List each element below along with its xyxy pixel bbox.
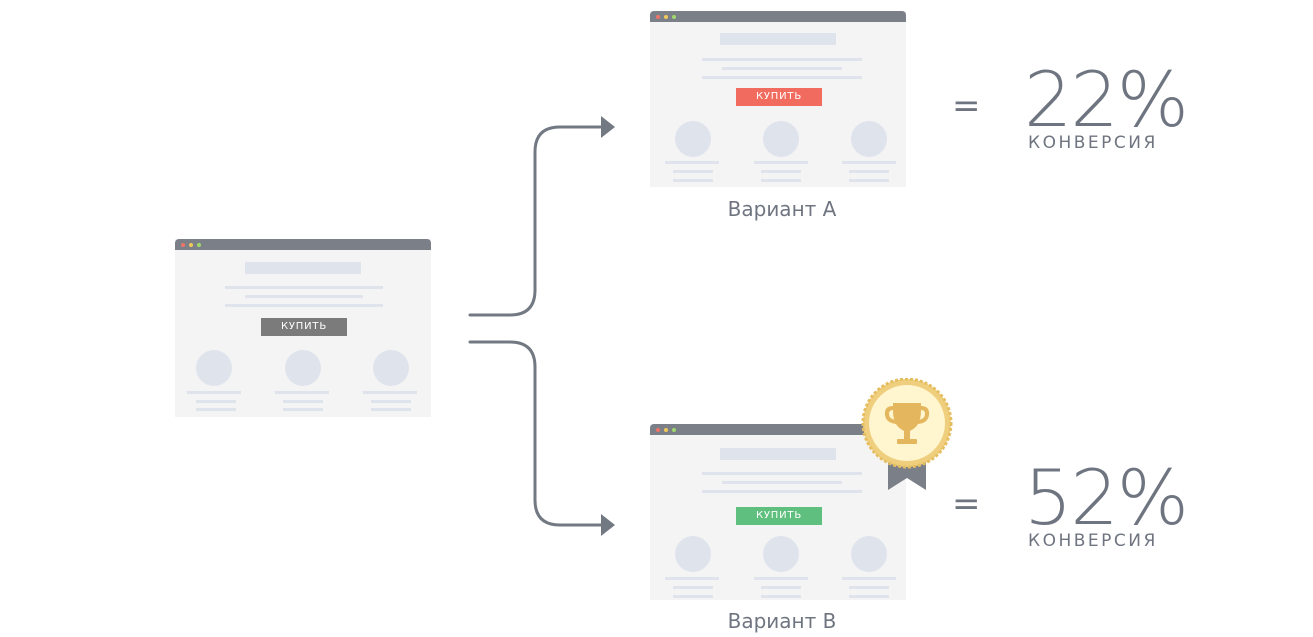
placeholder-heading [245,262,361,274]
placeholder-heading [720,448,836,460]
arrow-to-variant-b [468,340,606,527]
placeholder-line [842,161,896,164]
buy-button[interactable]: КУПИТЬ [736,507,822,525]
placeholder-avatar [196,350,232,386]
placeholder-line [196,408,236,411]
variant-b-label: Вариант В [727,609,837,633]
placeholder-line [702,472,862,475]
placeholder-line [673,170,713,173]
placeholder-line [673,586,713,589]
buy-button[interactable]: КУПИТЬ [736,88,822,106]
placeholder-line [187,391,241,394]
placeholder-line [702,490,862,493]
placeholder-line [665,161,719,164]
arrow-to-variant-a [468,125,606,317]
variant-a-page-mockup: КУПИТЬ [650,11,906,187]
placeholder-avatar [675,536,711,572]
variant-a-conversion-percent: 22% [1024,55,1189,144]
placeholder-avatar [373,350,409,386]
variant-b-conversion-percent: 52% [1024,453,1189,542]
window-titlebar [650,424,906,435]
placeholder-line [754,161,808,164]
maximize-dot-icon [672,15,676,19]
placeholder-line [849,170,889,173]
placeholder-avatar [763,536,799,572]
placeholder-line [363,391,417,394]
equals-sign: = [952,484,981,524]
minimize-dot-icon [189,243,193,247]
placeholder-line [665,577,719,580]
placeholder-line [849,179,889,182]
placeholder-line [225,286,383,289]
placeholder-line [849,595,889,598]
placeholder-avatar [763,121,799,157]
placeholder-avatar [285,350,321,386]
placeholder-line [842,577,896,580]
maximize-dot-icon [197,243,201,247]
close-dot-icon [181,243,185,247]
close-dot-icon [656,428,660,432]
placeholder-line [275,391,329,394]
close-dot-icon [656,15,660,19]
variant-a-label: Вариант А [727,197,837,221]
buy-button[interactable]: КУПИТЬ [261,318,347,336]
window-titlebar [650,11,906,22]
placeholder-line [761,179,801,182]
placeholder-line [673,179,713,182]
placeholder-line [761,586,801,589]
window-titlebar [175,239,431,250]
maximize-dot-icon [672,428,676,432]
placeholder-line [761,170,801,173]
arrowhead-a-icon [601,116,615,138]
placeholder-line [702,76,862,79]
placeholder-line [673,595,713,598]
placeholder-line [371,408,411,411]
equals-sign: = [952,86,981,126]
original-page-mockup: КУПИТЬ [175,239,431,417]
placeholder-avatar [851,121,887,157]
variant-b-page-mockup: КУПИТЬ [650,424,906,600]
placeholder-line [225,304,383,307]
placeholder-line [283,400,323,403]
placeholder-avatar [851,536,887,572]
placeholder-line [722,67,842,70]
placeholder-line [196,400,236,403]
placeholder-line [754,577,808,580]
minimize-dot-icon [664,15,668,19]
arrowhead-b-icon [601,514,615,536]
placeholder-line [722,481,842,484]
placeholder-line [283,408,323,411]
minimize-dot-icon [664,428,668,432]
variant-b-conversion-label: КОНВЕРСИЯ [1028,531,1158,551]
variant-a-conversion-label: КОНВЕРСИЯ [1028,133,1158,153]
placeholder-line [371,400,411,403]
placeholder-line [245,295,363,298]
placeholder-line [849,586,889,589]
placeholder-line [702,58,862,61]
placeholder-heading [720,33,836,45]
trophy-icon [861,378,953,490]
placeholder-line [761,595,801,598]
placeholder-avatar [675,121,711,157]
